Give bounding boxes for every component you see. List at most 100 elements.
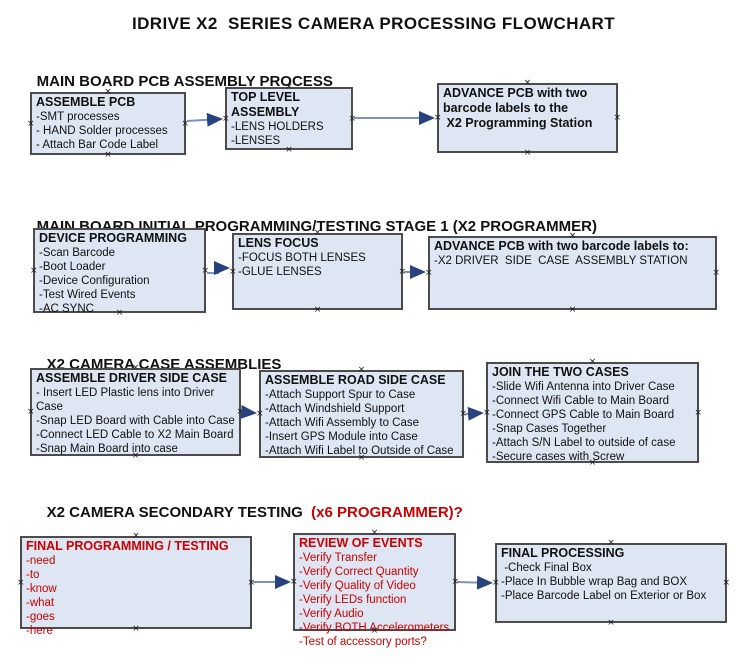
box-title: DEVICE PROGRAMMING — [39, 231, 187, 245]
box-lines: -Check Final Box -Place In Bubble wrap Ba… — [501, 561, 721, 603]
box-line: -LENSES — [231, 135, 281, 147]
box-line: -Place In Bubble wrap Bag and BOX — [501, 576, 688, 588]
box-title: ADVANCE PCB with two barcode labels to: — [434, 239, 689, 253]
box-title: REVIEW OF EVENTS — [299, 536, 423, 550]
box-title: JOIN THE TWO CASES — [492, 365, 629, 379]
flow-box-advance-pcb-programming-station: ×××× ADVANCE PCB with two barcode labels… — [434, 79, 621, 158]
box-line: -Test Wired Events — [39, 289, 136, 301]
flow-box-lens-focus: ×××× LENS FOCUS -FOCUS BOTH LENSES-GLUE … — [229, 229, 406, 315]
box-line: -Slide Wifi Antenna into Driver Case — [492, 381, 675, 393]
box-title: ADVANCE PCB with two barcode labels to t… — [443, 86, 591, 115]
connection-point-icon: × — [222, 113, 230, 124]
box-line: -Snap Cases Together — [492, 423, 607, 435]
box-line: -Check Final Box — [501, 562, 592, 574]
flow-box-review-of-events: ×××× REVIEW OF EVENTS -Verify Transfer-V… — [290, 529, 459, 649]
connection-point-icon: × — [27, 407, 35, 417]
connection-point-icon: × — [229, 266, 237, 277]
section-heading-text: X2 CAMERA SECONDARY TESTING — [46, 504, 307, 521]
flow-box-final-programming-testing: ×××× FINAL PROGRAMMING / TESTING -need-t… — [17, 532, 255, 638]
box-line: -Snap LED Board with Cable into Case — [36, 415, 235, 427]
page-title: IDRIVE X2 SERIES CAMERA PROCESSING FLOWC… — [131, 14, 616, 33]
connection-point-icon: × — [425, 268, 433, 278]
connector-arrow — [186, 112, 223, 127]
section-heading-pcb-assembly: MAIN BOARD PCB ASSEMBLY PROCESS — [20, 56, 333, 107]
connection-point-icon: × — [104, 150, 112, 160]
section-heading-secondary-testing: X2 CAMERA SECONDARY TESTING (x6 PROGRAMM… — [30, 487, 463, 538]
connection-point-icon: × — [694, 407, 702, 418]
box-line: -FOCUS BOTH LENSES — [238, 252, 366, 264]
box-line: -Device Configuration — [39, 275, 150, 287]
connection-point-icon: × — [30, 265, 38, 276]
box-line: -Test of accessory ports? — [299, 636, 427, 648]
flow-box-device-programming: ×××× DEVICE PROGRAMMING -Scan Barcode-Bo… — [30, 224, 209, 318]
flow-box-assemble-driver-side-case: ×××× ASSEMBLE DRIVER SIDE CASE - Insert … — [27, 364, 244, 461]
box-lines: - Insert LED Plastic lens into Driver Ca… — [36, 386, 235, 456]
connector-arrow — [207, 261, 230, 275]
box-title: LENS FOCUS — [238, 236, 319, 250]
box-lines: -Verify Transfer-Verify Correct Quantity… — [299, 551, 450, 649]
box-title: ASSEMBLE ROAD SIDE CASE — [265, 373, 446, 387]
box-line: -Place Barcode Label on Exterior or Box — [501, 590, 707, 602]
box-line: -Connect GPS Cable to Main Board — [492, 409, 675, 421]
box-line: -Secure cases with Screw — [492, 451, 625, 463]
connection-point-icon: × — [27, 118, 35, 129]
section-heading-red-suffix: (x6 PROGRAMMER)? — [306, 504, 463, 521]
box-title: FINAL PROCESSING — [501, 546, 625, 560]
box-title: FINAL PROGRAMMING / TESTING — [26, 539, 229, 553]
box-line: - HAND Solder processes — [36, 125, 168, 137]
connection-point-icon: × — [181, 118, 189, 129]
box-title: ASSEMBLE DRIVER SIDE CASE — [36, 371, 228, 385]
box-line: -Boot Loader — [39, 261, 106, 273]
connection-point-icon: × — [492, 578, 500, 588]
box-line: -Verify LEDs function — [299, 594, 407, 606]
flow-box-top-level-assembly: ×××× TOP LEVEL ASSEMBLY -LENS HOLDERS-LE… — [222, 83, 356, 155]
connection-point-icon: × — [483, 407, 491, 418]
connection-point-icon: × — [348, 113, 356, 124]
box-line: -Verify Audio — [299, 608, 364, 620]
connector-arrow — [240, 404, 257, 419]
connection-point-icon: × — [568, 305, 577, 315]
box-line: X2 Programming Station — [443, 116, 593, 130]
box-lines: -Attach Support Spur to Case-Attach Wind… — [265, 388, 458, 458]
box-line: -need — [26, 555, 56, 567]
flow-box-advance-pcb-driver-side-station: ×××× ADVANCE PCB with two barcode labels… — [425, 232, 720, 315]
connection-point-icon: × — [17, 577, 25, 588]
box-line: -Insert GPS Module into Case — [265, 431, 418, 443]
connection-point-icon: × — [451, 577, 459, 587]
box-lines: -Scan Barcode-Boot Loader-Device Configu… — [39, 246, 200, 316]
box-lines: -need-to-know-what-goes-here — [26, 554, 246, 638]
box-line: -Connect Wifi Cable to Main Board — [492, 395, 670, 407]
box-line: -Attach Wifi Assembly to Case — [265, 417, 420, 429]
box-line: - Attach Bar Code Label — [36, 139, 159, 151]
box-line: -Verify Correct Quantity — [299, 566, 419, 578]
box-line: -Attach Wifi Label to Outside of Case — [265, 445, 454, 457]
box-lines: -Slide Wifi Antenna into Driver Case -Con… — [492, 380, 693, 464]
box-line: -X2 DRIVER SIDE CASE ASSEMBLY STATION — [434, 255, 688, 267]
connection-point-icon: × — [398, 266, 406, 277]
box-line: -SMT processes — [36, 111, 120, 123]
box-line: -Snap Main Board into case — [36, 443, 178, 455]
flow-box-join-the-two-cases: ×××× JOIN THE TWO CASES -Slide Wifi Ante… — [483, 358, 702, 468]
box-line: -know — [26, 583, 57, 595]
flow-box-final-processing: ×××× FINAL PROCESSING -Check Final Box-P… — [492, 539, 730, 628]
connector-arrow — [464, 406, 484, 421]
box-line: -LENS HOLDERS — [231, 121, 324, 133]
box-lines: -LENS HOLDERS -LENSES — [231, 120, 347, 148]
box-line: -Connect LED Cable to X2 Main Board — [36, 429, 234, 441]
connection-point-icon: × — [313, 305, 322, 315]
connection-point-icon: × — [256, 409, 264, 419]
section-heading-text: MAIN BOARD PCB ASSEMBLY PROCESS — [36, 73, 333, 90]
connector-arrow — [456, 575, 493, 590]
connection-point-icon: × — [459, 409, 467, 419]
box-lines: -FOCUS BOTH LENSES-GLUE LENSES — [238, 251, 397, 279]
connection-point-icon: × — [236, 407, 244, 417]
flow-box-assemble-road-side-case: ×××× ASSEMBLE ROAD SIDE CASE -Attach Sup… — [256, 366, 467, 463]
box-line: -goes — [26, 611, 55, 623]
box-line: -what — [26, 597, 55, 609]
box-line: -Verify BOTH Accelerometers — [299, 622, 450, 634]
box-lines: -SMT processes - HAND Solder processes - A… — [36, 110, 180, 152]
box-line: -here — [26, 625, 53, 637]
connection-point-icon: × — [247, 577, 255, 588]
box-line: - Insert LED Plastic lens into Driver Ca… — [36, 387, 218, 413]
